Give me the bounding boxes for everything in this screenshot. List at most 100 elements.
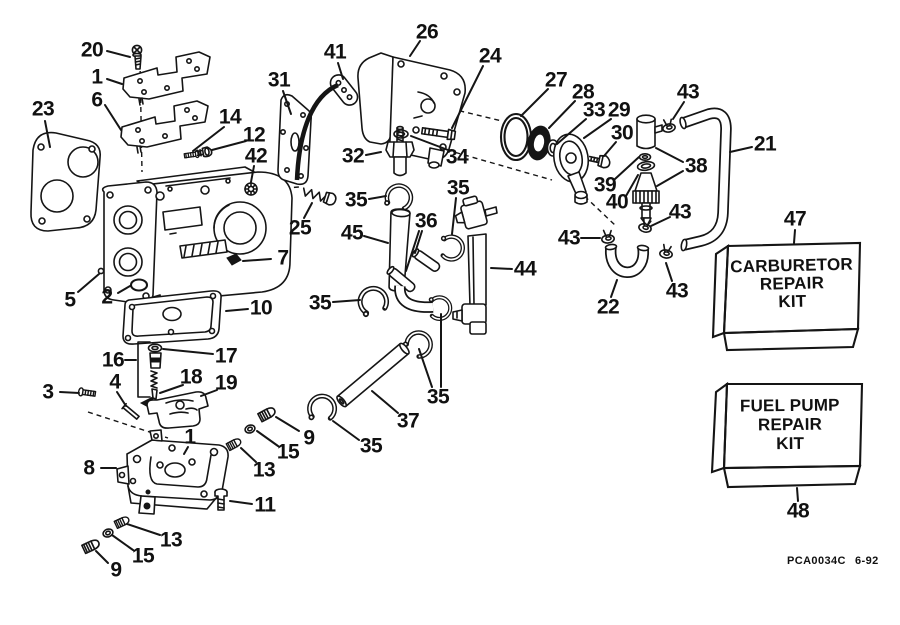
carburetor-body-drawing — [101, 166, 293, 311]
fuel-hose-22-drawing — [604, 243, 650, 278]
screw-24-drawing — [420, 127, 457, 141]
tube-36-drawing — [411, 248, 441, 272]
callout-18: 18 — [179, 365, 203, 389]
callout-13: 13 — [159, 528, 183, 552]
gasket-15-drawing — [101, 526, 115, 540]
kit-label-line: KIT — [776, 433, 805, 454]
clip-35-drawing — [354, 284, 391, 319]
plug-13-drawing — [225, 436, 243, 452]
plug-9-drawing — [81, 537, 102, 555]
kit-label-line: REPAIR — [757, 414, 823, 435]
screw-3-drawing — [77, 386, 97, 399]
clip-35-drawing — [439, 233, 464, 261]
fuel-hose-21-drawing — [679, 107, 732, 252]
callout-11: 11 — [254, 493, 276, 517]
carburetor-repair-kit-box — [711, 241, 862, 352]
callout-38: 38 — [684, 154, 708, 178]
callout-3: 3 — [42, 380, 54, 404]
drawing-code: PCA0034C — [787, 555, 846, 567]
pump-gasket-31-drawing — [277, 93, 312, 186]
callout-36: 36 — [414, 209, 438, 233]
callout-28: 28 — [571, 80, 595, 104]
hinge-pin-4-drawing — [121, 402, 140, 420]
kit-label-line: KIT — [778, 291, 807, 312]
callout-44: 44 — [513, 257, 537, 281]
fuel-pump-repair-kit-box — [710, 381, 864, 489]
callout-29: 29 — [607, 98, 631, 122]
callout-17: 17 — [214, 344, 238, 368]
plate-gasket-drawing — [120, 100, 209, 154]
callout-24: 24 — [478, 44, 502, 68]
oring-2-drawing — [129, 278, 149, 292]
callout-32: 32 — [341, 144, 365, 168]
link-plate-41-drawing — [329, 74, 359, 106]
callout-33: 33 — [582, 98, 606, 122]
callout-6: 6 — [91, 88, 103, 112]
callout-15: 15 — [131, 544, 155, 568]
callout-35: 35 — [426, 385, 450, 409]
callout-15: 15 — [276, 440, 300, 464]
elbow-hose-drawing — [394, 285, 434, 313]
callout-47: 47 — [783, 207, 807, 231]
callout-13: 13 — [252, 458, 276, 482]
callout-20: 20 — [80, 38, 104, 62]
callout-37: 37 — [396, 409, 420, 433]
callout-1: 1 — [91, 65, 103, 89]
callout-41: 41 — [323, 40, 347, 64]
callout-19: 19 — [214, 371, 238, 395]
carburetor-repair-kit-label: CARBURETOR REPAIR KIT — [724, 255, 859, 312]
oring-27-drawing — [499, 112, 533, 162]
callout-35: 35 — [308, 291, 332, 315]
fuel-filter-drawing — [632, 114, 663, 227]
plug-9-drawing — [257, 405, 278, 423]
callout-27: 27 — [544, 68, 568, 92]
callout-35: 35 — [359, 434, 383, 458]
callout-10: 10 — [249, 296, 273, 320]
callout-1: 1 — [184, 425, 196, 449]
callout-4: 4 — [109, 370, 121, 394]
valve-12-drawing — [195, 146, 213, 158]
plug-13-drawing — [113, 514, 131, 530]
screw-30-drawing — [588, 154, 611, 169]
link-rod-drawing — [294, 82, 339, 181]
drawing-revision: 6-92 — [855, 555, 879, 567]
callout-9: 9 — [303, 426, 315, 450]
mount-gasket-drawing — [30, 131, 102, 232]
callout-43: 43 — [665, 279, 689, 303]
tube-36-drawing — [386, 265, 416, 293]
callout-12: 12 — [242, 123, 266, 147]
plug-7-drawing — [226, 253, 242, 266]
needle-seat-drawing — [137, 341, 163, 410]
callout-45: 45 — [340, 221, 364, 245]
callout-40: 40 — [605, 190, 629, 214]
hose-clamp-43-drawing — [660, 117, 677, 135]
throttle-plate-drawing — [122, 51, 211, 106]
callout-16: 16 — [101, 348, 125, 372]
ball-5-drawing — [97, 267, 105, 275]
callout-5: 5 — [64, 288, 76, 312]
callout-7: 7 — [277, 246, 289, 270]
grommet-28-drawing — [527, 125, 551, 161]
inlet-fitting-32-drawing — [385, 125, 415, 177]
float-19-drawing — [146, 391, 209, 429]
callout-2: 2 — [101, 285, 113, 309]
fuel-line-44-drawing — [452, 195, 498, 335]
float-bowl-drawing — [116, 429, 229, 515]
screw-20-drawing — [131, 44, 143, 70]
callout-39: 39 — [593, 173, 617, 197]
callout-8: 8 — [83, 456, 95, 480]
callout-22: 22 — [596, 295, 620, 319]
callout-43: 43 — [676, 80, 700, 104]
star-washer-42-drawing — [244, 182, 258, 196]
callout-42: 42 — [244, 144, 268, 168]
callout-26: 26 — [415, 20, 439, 44]
callout-30: 30 — [610, 121, 634, 145]
callout-43: 43 — [557, 226, 581, 250]
callout-23: 23 — [31, 97, 55, 121]
fuel-tube-37-drawing — [336, 342, 410, 408]
callout-34: 34 — [445, 145, 469, 169]
hose-clamp-43-drawing — [658, 243, 675, 260]
idle-screw-25-drawing — [302, 187, 337, 206]
gasket-15-drawing — [243, 422, 257, 436]
